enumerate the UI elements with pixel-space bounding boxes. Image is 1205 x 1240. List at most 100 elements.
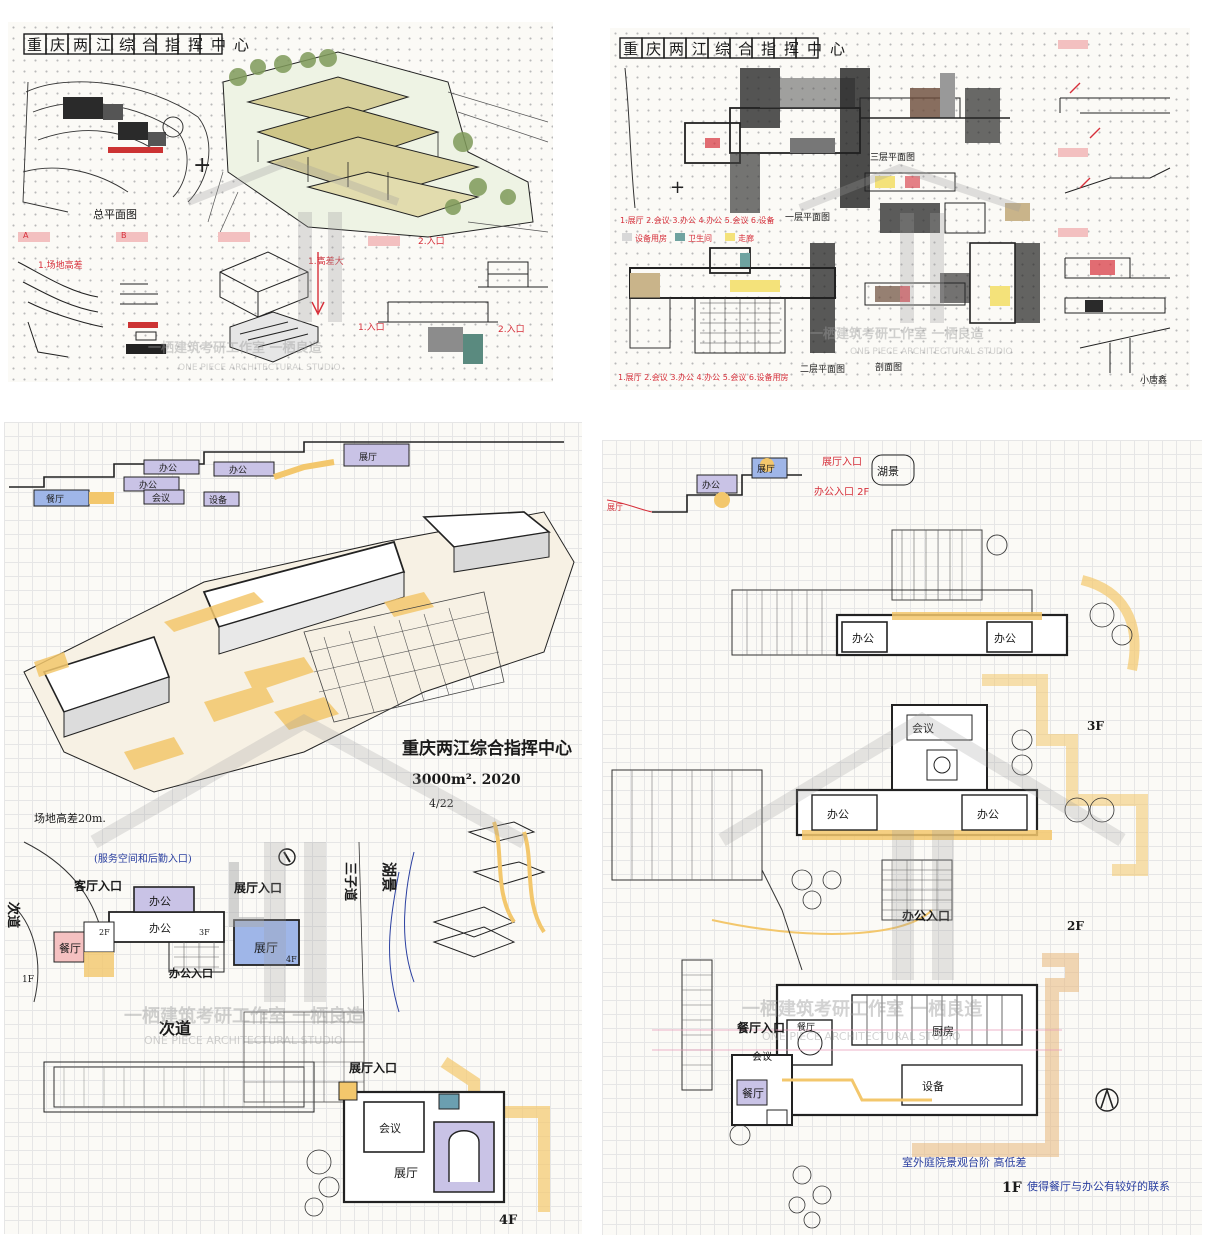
plan-1f-labels: 厨房 设备 会议 餐厅 餐厅 餐厅入口 室外庭院景观台阶 高低差 1F 使得餐厅… xyxy=(737,1020,1170,1196)
plan-2f xyxy=(611,674,1148,971)
svg-text:2F: 2F xyxy=(1067,919,1084,933)
svg-text:三子道: 三子道 xyxy=(342,862,358,901)
svg-text:室外庭院景观台阶 高低差: 室外庭院景观台阶 高低差 xyxy=(902,1155,1027,1169)
svg-text:餐厅入口: 餐厅入口 xyxy=(737,1020,785,1035)
north-cross: + xyxy=(193,153,211,178)
svg-text:办公入口 2F: 办公入口 2F xyxy=(814,485,870,498)
svg-text:展厅入口: 展厅入口 xyxy=(822,456,862,468)
axonometric-drawing xyxy=(207,49,549,238)
project-title: 重庆两江综合指挥中心 xyxy=(402,738,572,759)
svg-text:(服务空间和后勤入口): (服务空间和后勤入口) xyxy=(94,852,192,865)
plan-label-3: 三层平面图 xyxy=(870,152,915,163)
svg-text:使得餐厅与办公有较好的联系: 使得餐厅与办公有较好的联系 xyxy=(1027,1179,1170,1193)
height-note: 场地高差20m. xyxy=(34,811,106,825)
sheet-axonometric-concept: 展厅 办公 办公 办公 会议 设备 餐厅 xyxy=(4,422,582,1234)
svg-text:2F: 2F xyxy=(99,928,110,937)
plan-two xyxy=(629,243,836,354)
svg-text:展厅入口: 展厅入口 xyxy=(349,1061,397,1075)
plan-4f-labels: 会议 展厅 4F xyxy=(379,1122,518,1228)
svg-text:展厅入口: 展厅入口 xyxy=(234,881,282,895)
svg-text:B: B xyxy=(121,231,127,240)
sheet-tl-drawing: 重庆两江综合指挥中心 + 总平面图 xyxy=(17,33,549,373)
sheet-bl-drawing: 展厅 办公 办公 办公 会议 设备 餐厅 xyxy=(5,441,575,1228)
svg-text:3F: 3F xyxy=(1087,719,1104,733)
svg-text:4F: 4F xyxy=(499,1213,518,1228)
svg-text:设备: 设备 xyxy=(922,1079,944,1093)
right-sections xyxy=(1059,97,1171,373)
plan-3f-labels: 办公 办公 3F xyxy=(852,632,1104,733)
plan-2f-labels: 会议 办公 办公 办公入口 2F xyxy=(827,722,1084,933)
watermark: 一栖建筑考研工作室 一栖良造 ONE PIECE ARCHITECTURAL S… xyxy=(718,711,1126,1043)
section-room-labels: 展厅 办公 办公 办公 会议 设备 餐厅 xyxy=(46,452,377,506)
signature: 小唐鑫 xyxy=(1140,374,1167,386)
svg-text:餐厅: 餐厅 xyxy=(46,493,64,505)
svg-text:卫生间: 卫生间 xyxy=(688,233,712,243)
svg-text:一栖建筑考研工作室 一栖良造: 一栖建筑考研工作室 一栖良造 xyxy=(148,340,323,356)
sheet-title: 重庆两江综合指挥中心 xyxy=(623,40,853,58)
sheet-title: 重庆两江综合指挥中心 xyxy=(27,36,257,54)
watermark: 一栖建筑考研工作室 一栖良造 ONE PIECE ARCHITECTURAL S… xyxy=(148,157,400,373)
svg-text:1.场地高差: 1.场地高差 xyxy=(38,259,83,271)
site-contours xyxy=(22,81,210,213)
plan-one: + xyxy=(624,67,870,213)
svg-text:次道: 次道 xyxy=(5,902,21,928)
plan-4f xyxy=(43,1011,550,1217)
plan-label-1: 一层平面图 xyxy=(785,212,830,223)
svg-text:办公: 办公 xyxy=(827,808,849,821)
red-notes-right xyxy=(1058,40,1101,237)
svg-text:湖景: 湖景 xyxy=(380,862,398,892)
svg-text:1F: 1F xyxy=(1002,1180,1022,1196)
site-plan-label: 总平面图 xyxy=(93,207,137,221)
analysis-diagrams xyxy=(17,232,548,364)
svg-text:办公: 办公 xyxy=(994,632,1016,645)
svg-text:餐厅: 餐厅 xyxy=(797,1021,815,1033)
svg-text:办公: 办公 xyxy=(139,479,157,491)
sketch-date: 4/22 xyxy=(429,797,454,810)
svg-text:1.高差大: 1.高差大 xyxy=(308,255,344,267)
svg-text:1.入口: 1.入口 xyxy=(358,322,385,333)
plan-3f xyxy=(731,529,1140,671)
area-year: 3000m². 2020 xyxy=(412,772,521,788)
svg-text:餐厅: 餐厅 xyxy=(59,941,81,955)
legend: 设备用房 卫生间 走廊 xyxy=(622,233,754,243)
section-strip xyxy=(9,441,564,507)
svg-text:展厅: 展厅 xyxy=(394,1166,418,1180)
plan-label-2: 二层平面图 xyxy=(800,364,845,375)
svg-text:走廊: 走廊 xyxy=(738,233,754,243)
watermark: 一栖建筑考研工作室 一栖良造 ONE PIECE ARCHITECTURAL S… xyxy=(798,163,1022,357)
svg-text:办公: 办公 xyxy=(149,895,171,908)
sheet-site-analysis: 重庆两江综合指挥中心 + 总平面图 xyxy=(8,22,553,382)
svg-text:办公: 办公 xyxy=(149,922,171,935)
title-boxes xyxy=(619,37,819,59)
svg-text:一栖建筑考研工作室 一栖良造: 一栖建筑考研工作室 一栖良造 xyxy=(124,1005,364,1027)
red-annotations: 1.高差大 2.入口 1.场地高差 1.入口 2.入口 A B xyxy=(23,231,525,335)
sheet-tr-drawing: 重庆两江综合指挥中心 + 1.展厅 2.会议 3.办公 4.办公 5.会议 6.… xyxy=(618,37,1171,386)
room-list-2: 1.展厅 2.会议 3.办公 4.办公 5.会议 6.设备用房 xyxy=(618,372,789,382)
svg-text:设备: 设备 xyxy=(209,494,227,506)
plan-label-4: 剖面图 xyxy=(875,361,902,373)
svg-text:展厅: 展厅 xyxy=(254,941,278,955)
title-boxes xyxy=(23,33,223,55)
sheet-br-drawing: 展厅 办公 展厅入口 办公入口 2F 展厅 湖景 办公 办公 3F xyxy=(606,454,1170,1229)
svg-text:办公: 办公 xyxy=(977,808,999,821)
svg-text:展厅: 展厅 xyxy=(359,452,377,463)
sheet-plans-sections: 重庆两江综合指挥中心 + 1.展厅 2.会议 3.办公 4.办公 5.会议 6.… xyxy=(610,28,1190,390)
svg-text:会议: 会议 xyxy=(752,1050,772,1063)
svg-text:餐厅: 餐厅 xyxy=(742,1086,764,1100)
svg-text:1F: 1F xyxy=(22,975,34,985)
svg-text:办公: 办公 xyxy=(229,464,247,476)
svg-text:ONE PIECE ARCHITECTURAL STUDIO: ONE PIECE ARCHITECTURAL STUDIO xyxy=(762,1030,961,1043)
sheet-floor-plans: 展厅 办公 展厅入口 办公入口 2F 展厅 湖景 办公 办公 3F xyxy=(602,440,1202,1235)
site-buildings xyxy=(63,97,166,153)
svg-text:办公: 办公 xyxy=(159,462,177,474)
svg-text:一栖建筑考研工作室 一栖良造: 一栖建筑考研工作室 一栖良造 xyxy=(742,998,982,1020)
section-strip xyxy=(606,454,915,513)
svg-text:湖景: 湖景 xyxy=(877,465,899,478)
svg-text:会议: 会议 xyxy=(379,1122,401,1135)
svg-text:一栖建筑考研工作室 一栖良造: 一栖建筑考研工作室 一栖良造 xyxy=(810,326,985,342)
svg-text:办公: 办公 xyxy=(852,632,874,645)
svg-text:+: + xyxy=(670,177,685,198)
svg-text:2.入口: 2.入口 xyxy=(418,236,445,247)
svg-text:会议: 会议 xyxy=(152,492,170,504)
svg-text:A: A xyxy=(23,231,29,240)
